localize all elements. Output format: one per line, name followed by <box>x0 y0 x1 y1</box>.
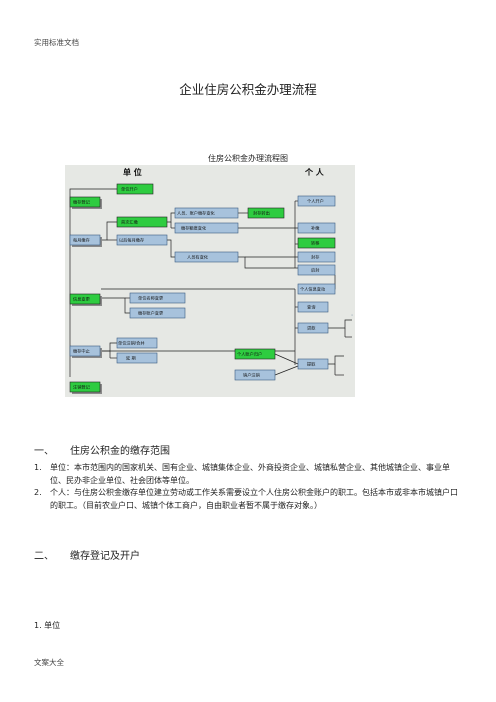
node-bujiao: 补缴 <box>297 222 336 234</box>
document-title: 企业住房公积金办理流程 <box>179 82 317 97</box>
list-item: 2. 个人：与住房公积金缴存单位建立劳动或工作关系需要设立个人住房公积金账户的职工… <box>34 487 464 512</box>
page-footer: 文案大全 <box>34 658 64 667</box>
node-label: 以后每月缴存 <box>119 237 144 244</box>
node-label: 个人信息变动 <box>300 286 325 293</box>
node-label: 销户注销 <box>243 372 260 379</box>
node-zhuxiao-dengji: 注销登记 <box>69 381 102 394</box>
node-label: 单位开户 <box>121 186 138 193</box>
section2-heading: 二、 缴存登记及开户 <box>34 547 140 562</box>
node-label: 转移 <box>311 240 319 247</box>
node-hebing: 延 期 <box>116 352 158 364</box>
node-geren-xinxi: 个人信息变动 <box>297 283 336 295</box>
node-jiaocun-dengji: 缴存登记 <box>69 196 102 209</box>
node-jiaocun-zhanghu: 缴存账户变更 <box>129 307 186 319</box>
node-label: 人员有变化 <box>187 254 209 261</box>
node-xiaohu-zhuxiao: 销户注销 <box>234 369 276 381</box>
node-label: 单位名称变更 <box>138 295 164 302</box>
figure-caption: 住房公积金办理流程图 <box>208 154 288 163</box>
node-tiqu: 提取 <box>297 358 329 370</box>
node-zhuanyi: 转移 <box>297 237 336 249</box>
node-label: 缴存额度变化 <box>181 225 207 232</box>
column-unit: 单 位 <box>123 167 142 177</box>
node-fengcun-zhuanchu: 封存转出 <box>247 207 285 219</box>
node-label: 个人开户 <box>307 198 324 205</box>
node-label: 单位注销/合并 <box>118 340 145 347</box>
section1-list: 1. 单位：本市范围内的国家机关、国有企业、城镇集体企业、外商投资企业、城镇私营企… <box>34 462 464 512</box>
flowchart: 单 位 个 人 <box>65 165 355 397</box>
node-label: 补缴 <box>311 225 320 232</box>
node-meiyue-jiaocun: 每月缴存 <box>69 234 102 247</box>
list-item: 1. 单位：本市范围内的国家机关、国有企业、城镇集体企业、外商投资企业、城镇私营企… <box>34 462 464 487</box>
node-renyuan-bianhua: 人员、账户缴存变化 <box>174 207 239 219</box>
node-jiaocun-edu: 缴存额度变化 <box>174 222 239 234</box>
node-yiyu-bujiao: 以后每月缴存 <box>116 234 168 246</box>
node-renyuan-youbianhua: 人员有变化 <box>174 251 239 263</box>
list-item-number: 1. <box>34 463 42 472</box>
node-label: 每月缴存 <box>73 237 90 244</box>
node-label: 个人账户归户 <box>237 351 262 358</box>
section1-number: 一、 <box>34 446 54 457</box>
section2-number: 二、 <box>34 551 54 562</box>
node-label: 缴存账户变更 <box>138 310 164 317</box>
section1-heading-text: 住房公积金的缴存范围 <box>70 446 170 457</box>
node-label: 缴存登记 <box>73 199 91 206</box>
column-person: 个 人 <box>304 167 325 177</box>
node-daikuan: 贷款 <box>297 322 329 334</box>
node-geren-guihu: 个人账户归户 <box>234 348 276 360</box>
node-geren-hu: 个人开户 <box>297 195 336 207</box>
node-danwei-kaihu: 单位开户 <box>116 183 154 195</box>
node-label: 提取 <box>307 361 316 368</box>
page-header: 实用标准文档 <box>34 38 79 47</box>
node-danwei-mingcheng: 单位名称变更 <box>129 292 186 304</box>
section2-heading-text: 缴存登记及开户 <box>70 551 140 562</box>
node-shouci-huijiao: 首次汇缴 <box>116 216 168 228</box>
list-item-text: 单位：本市范围内的国家机关、国有企业、城镇集体企业、外商投资企业、城镇私营企业、… <box>50 463 450 485</box>
node-label: 人员、账户缴存变化 <box>177 210 216 217</box>
node-label: 注销登记 <box>73 384 91 391</box>
node-label: 首次汇缴 <box>121 219 139 226</box>
node-label: 信息变更 <box>73 296 91 303</box>
node-label: 延 期 <box>126 355 136 362</box>
node-label: 封存转出 <box>253 210 270 217</box>
node-danwei-zhuxiao: 单位注销/合并 <box>116 337 158 349</box>
node-xinxi-biangeng: 信息变更 <box>69 293 102 306</box>
section2-sub1: 1. 单位 <box>34 621 61 630</box>
node-label: 封存 <box>311 254 319 260</box>
list-item-number: 2. <box>34 488 42 497</box>
node-jiaocun-zhongzhi: 缴存中止 <box>69 345 102 358</box>
node-label: 贷款 <box>307 325 316 332</box>
node-label: 查询 <box>307 304 315 311</box>
node-label: 缴存中止 <box>73 348 90 355</box>
node-fengcun: 封存 <box>297 251 336 263</box>
list-item-text: 个人：与住房公积金缴存单位建立劳动或工作关系需要设立个人住房公积金账户的职工。包… <box>50 488 458 510</box>
node-chaxun: 查询 <box>297 301 329 313</box>
node-qifeng: 启封 <box>297 264 336 276</box>
section1-heading: 一、 住房公积金的缴存范围 <box>34 442 170 457</box>
node-label: 启封 <box>311 267 319 274</box>
